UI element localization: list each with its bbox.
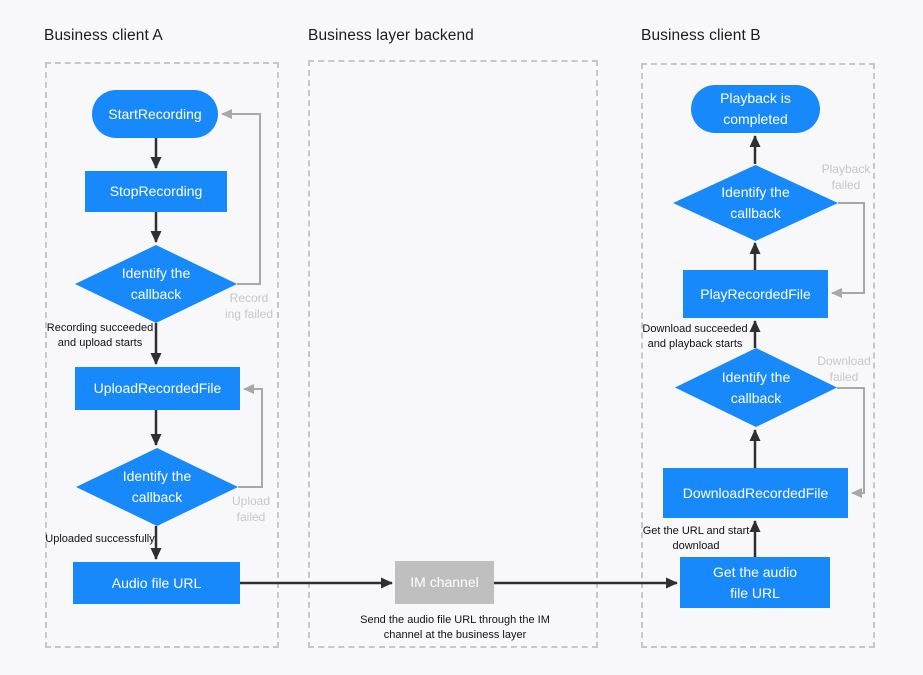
node-download-recorded-file: DownloadRecordedFile xyxy=(663,468,848,518)
label-download-failed: Download failed xyxy=(817,354,871,385)
node-start-recording: StartRecording xyxy=(92,90,218,138)
label-playback-failed: Playback failed xyxy=(821,162,871,193)
label-upload-failed: Upload failed xyxy=(231,494,271,525)
label-uploaded-successfully: Uploaded successfully xyxy=(45,533,155,545)
label-download-succeeded: Download succeeded and playback starts xyxy=(642,323,748,350)
lane-title-business-layer-backend: Business layer backend xyxy=(308,27,474,44)
lane-business-client-a xyxy=(45,62,279,648)
node-playback-completed: Playback is completed xyxy=(691,85,820,133)
node-upload-recorded-file: UploadRecordedFile xyxy=(75,367,240,410)
node-get-audio-file-url: Get the audio file URL xyxy=(680,557,830,608)
label-get-url-start-download: Get the URL and start download xyxy=(642,525,750,552)
lane-title-business-client-b: Business client B xyxy=(641,27,761,44)
node-play-recorded-file: PlayRecordedFile xyxy=(683,270,828,318)
label-recording-failed: Record ing failed xyxy=(224,291,274,322)
lane-title-business-client-a: Business client A xyxy=(44,27,163,44)
node-im-channel: IM channel xyxy=(395,561,494,604)
node-stop-recording: StopRecording xyxy=(85,171,227,212)
lane-business-layer-backend xyxy=(308,60,598,648)
label-recording-succeeded: Recording succeeded and upload starts xyxy=(46,322,154,349)
lane-business-client-b xyxy=(641,63,875,648)
node-audio-file-url: Audio file URL xyxy=(73,562,240,604)
label-send-through-im-channel: Send the audio file URL through the IM c… xyxy=(360,614,550,641)
